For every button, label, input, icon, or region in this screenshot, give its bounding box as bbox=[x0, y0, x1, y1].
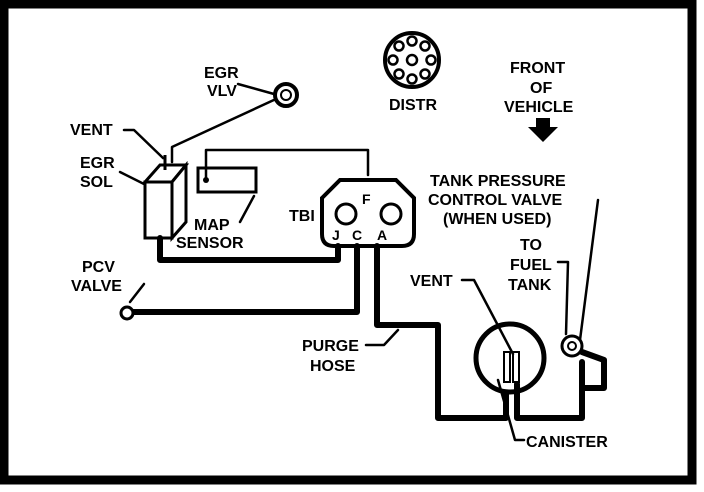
port-j-label: J bbox=[332, 227, 340, 243]
egr-valve-leader bbox=[236, 82, 276, 96]
fuel-tank-hose bbox=[579, 349, 607, 391]
egr-solenoid bbox=[141, 155, 190, 242]
canister bbox=[473, 321, 547, 395]
to-tank-label-3: TANK bbox=[508, 277, 552, 294]
vent-top-leader bbox=[122, 128, 165, 160]
purge-hose-label-2: HOSE bbox=[310, 358, 356, 375]
map-sensor-hose bbox=[204, 148, 370, 182]
purge-hose-label-1: PURGE bbox=[302, 338, 359, 355]
map-sensor-leader bbox=[238, 194, 256, 224]
to-tank-leader bbox=[556, 260, 570, 336]
egr-vlv-label-2: VLV bbox=[207, 83, 237, 100]
vent-canister-leader bbox=[460, 278, 515, 356]
tbi-label: TBI bbox=[289, 208, 315, 225]
diagram-frame bbox=[0, 0, 697, 485]
vent-top-label: VENT bbox=[70, 122, 113, 139]
tank-valve-label-3: (WHEN USED) bbox=[443, 211, 551, 228]
canister-leader bbox=[496, 378, 526, 442]
egr-sol-to-tbi-hose bbox=[157, 235, 341, 263]
pcv-valve bbox=[119, 305, 135, 321]
to-tank-label-1: TO bbox=[520, 237, 542, 254]
to-tank-label-2: FUEL bbox=[510, 257, 552, 274]
port-c-label: C bbox=[352, 227, 362, 243]
purge-hose-leader bbox=[364, 328, 400, 347]
egr-sol-label-2: SOL bbox=[80, 174, 113, 191]
map-label-1: MAP bbox=[194, 217, 230, 234]
distr-label: DISTR bbox=[389, 97, 437, 114]
egr-vlv-label-1: EGR bbox=[204, 65, 239, 82]
canister-label: CANISTER bbox=[526, 434, 608, 451]
pcv-hose bbox=[127, 243, 360, 315]
front-label-2: OF bbox=[530, 80, 552, 97]
port-a-label: A bbox=[377, 227, 387, 243]
front-label-3: VEHICLE bbox=[504, 99, 574, 116]
map-sensor bbox=[196, 166, 258, 194]
pcv-label-2: VALVE bbox=[71, 278, 122, 295]
map-label-2: SENSOR bbox=[176, 235, 244, 252]
pcv-label-1: PCV bbox=[82, 259, 115, 276]
tank-pressure-control-valve bbox=[560, 334, 584, 358]
distributor-icon bbox=[383, 31, 441, 89]
egr-sol-label-1: EGR bbox=[80, 155, 115, 172]
pcv-leader bbox=[128, 282, 146, 304]
tank-valve-leader bbox=[578, 198, 600, 342]
egr-valve-hose bbox=[170, 97, 278, 164]
port-f-label: F bbox=[362, 191, 371, 207]
tbi-unit bbox=[320, 178, 416, 248]
front-label-1: FRONT bbox=[510, 60, 565, 77]
egr-valve bbox=[273, 82, 299, 108]
tank-valve-label-1: TANK PRESSURE bbox=[430, 173, 566, 190]
front-arrow-icon bbox=[528, 118, 558, 142]
tank-valve-label-2: CONTROL VALVE bbox=[428, 192, 563, 209]
egr-sol-leader bbox=[118, 170, 146, 186]
vent-canister-label: VENT bbox=[410, 273, 453, 290]
